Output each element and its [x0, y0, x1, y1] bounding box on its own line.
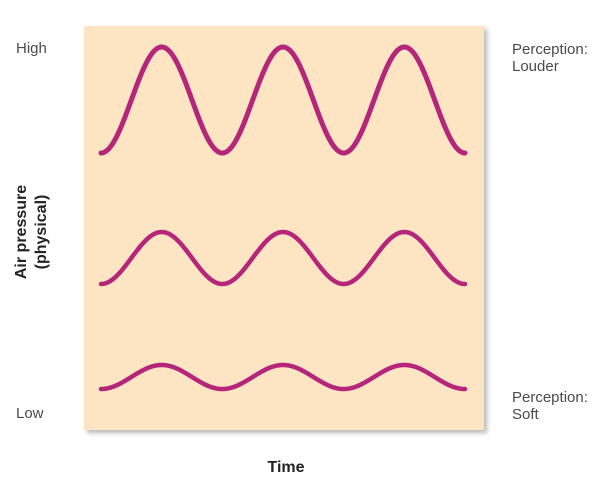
y-axis-title-line1: Air pressure: [13, 185, 30, 279]
y-axis-title-line2: (physical): [33, 195, 50, 270]
perception-soft-line1: Perception:: [512, 389, 588, 406]
wave-medium-amplitude: [98, 229, 468, 287]
low-label: Low: [16, 405, 44, 422]
waves-group: [98, 44, 468, 392]
y-axis-title: Air pressure (physical): [13, 185, 50, 279]
x-axis-title: Time: [267, 459, 304, 476]
high-label: High: [16, 40, 47, 57]
perception-louder-line1: Perception:: [512, 41, 588, 58]
wave-panel: [84, 26, 484, 430]
wave-large-amplitude: [98, 44, 468, 156]
perception-louder-line2: Louder: [512, 58, 559, 75]
wave-small-amplitude: [98, 362, 468, 392]
perception-soft-line2: Soft: [512, 406, 540, 423]
